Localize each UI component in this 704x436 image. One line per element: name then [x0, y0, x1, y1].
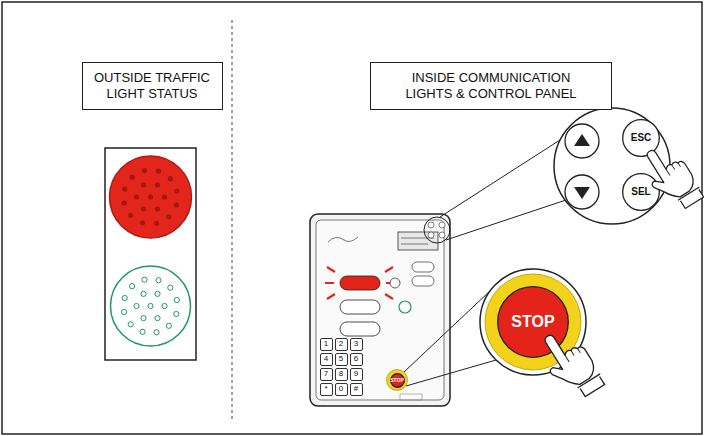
device-stop-button: STOP — [390, 373, 405, 388]
keypad-key: 9 — [350, 368, 363, 381]
led-dot — [162, 194, 167, 199]
led-dot — [122, 186, 127, 191]
led-dot — [140, 220, 145, 225]
led-dot — [174, 188, 179, 193]
node-text: STOP — [511, 312, 554, 331]
keypad-key: 7 — [320, 368, 333, 381]
node-text: 8 — [339, 369, 343, 379]
node-text: * — [324, 384, 327, 394]
led-dot — [155, 207, 160, 212]
keypad-key: 6 — [350, 353, 363, 366]
down-arrow — [574, 187, 590, 199]
led-dot — [140, 329, 145, 334]
esc-button-face — [623, 120, 660, 157]
stop-ring — [485, 274, 581, 370]
node-text: 9 — [354, 369, 358, 379]
green-light — [111, 266, 191, 346]
sel-button: SEL — [622, 173, 660, 211]
led-dot — [142, 277, 147, 282]
up-button — [565, 124, 599, 158]
zoom-circle — [554, 108, 670, 224]
led-dot — [128, 213, 133, 218]
device-stop-button-face — [390, 373, 404, 387]
led-dot — [168, 285, 173, 290]
zoom-leader — [406, 360, 496, 386]
red-led-dots — [122, 168, 180, 226]
heading-box: OUTSIDE TRAFFIC LIGHT STATUS — [82, 62, 223, 110]
led-dot — [130, 175, 135, 180]
divider-line — [232, 20, 233, 420]
led-dot — [128, 322, 133, 327]
node-text: 4 — [324, 354, 328, 364]
keypad-key: 4 — [320, 353, 333, 366]
led-dot — [148, 303, 153, 308]
led-dot — [155, 291, 160, 296]
led-dot — [168, 176, 173, 181]
led-dot — [141, 316, 146, 321]
led-dot — [174, 297, 179, 302]
keypad-key: # — [350, 383, 363, 396]
keypad-key: 1 — [320, 338, 333, 351]
led-dot — [141, 182, 146, 187]
keypad-key: 3 — [350, 338, 363, 351]
zoom-leader — [446, 200, 566, 240]
node-text: 0 — [339, 384, 343, 394]
led-dot — [174, 202, 179, 207]
green-led-dots — [122, 277, 180, 335]
node-text: 3 — [354, 339, 358, 349]
control-panel — [310, 214, 450, 406]
sel-button-face — [623, 174, 660, 211]
stop-button-face — [498, 287, 569, 358]
node-text: 6 — [354, 354, 358, 364]
node-text: 7 — [324, 369, 328, 379]
traffic-light-housing — [105, 148, 196, 360]
up-arrow — [574, 134, 590, 146]
node-text: STOP — [390, 377, 404, 383]
led-dot — [142, 168, 147, 173]
led-dot — [156, 278, 161, 283]
zoom-leader — [404, 290, 491, 372]
led-dot — [154, 221, 159, 226]
led-dot — [122, 200, 127, 205]
node-text: ESC — [631, 132, 652, 144]
keypad-key: 8 — [335, 368, 348, 381]
node-text: OUTSIDE TRAFFIC LIGHT STATUS — [90, 70, 215, 101]
down-button — [565, 175, 599, 209]
led-dot — [134, 303, 139, 308]
led-dot — [155, 316, 160, 321]
node-text: INSIDE COMMUNICATION LIGHTS & CONTROL PA… — [391, 70, 591, 101]
node-text: SEL — [631, 186, 650, 198]
led-dot — [166, 214, 171, 219]
led-dot — [162, 303, 167, 308]
zoom-leader — [440, 140, 560, 217]
node-text: 5 — [339, 354, 343, 364]
led-dot — [141, 291, 146, 296]
led-dot — [148, 194, 153, 199]
red-light — [110, 156, 192, 238]
keypad-key: 0 — [335, 383, 348, 396]
led-dot — [122, 295, 127, 300]
keypad-key: * — [320, 383, 333, 396]
led-dot — [130, 284, 135, 289]
stop-zoom-circle — [480, 269, 586, 375]
led-dot — [122, 309, 127, 314]
node-text: # — [354, 384, 358, 394]
keypad-key: 2 — [335, 338, 348, 351]
led-dot — [155, 182, 160, 187]
led-dot — [134, 194, 139, 199]
heading-box: INSIDE COMMUNICATION LIGHTS & CONTROL PA… — [370, 62, 612, 110]
node-text: 2 — [339, 339, 343, 349]
keypad-key: 5 — [335, 353, 348, 366]
node-text: 1 — [324, 339, 328, 349]
esc-button: ESC — [622, 119, 660, 157]
stop-button: STOP — [497, 286, 569, 358]
led-dot — [166, 323, 171, 328]
led-dot — [141, 207, 146, 212]
led-dot — [154, 330, 159, 335]
led-dot — [156, 169, 161, 174]
led-dot — [174, 311, 179, 316]
